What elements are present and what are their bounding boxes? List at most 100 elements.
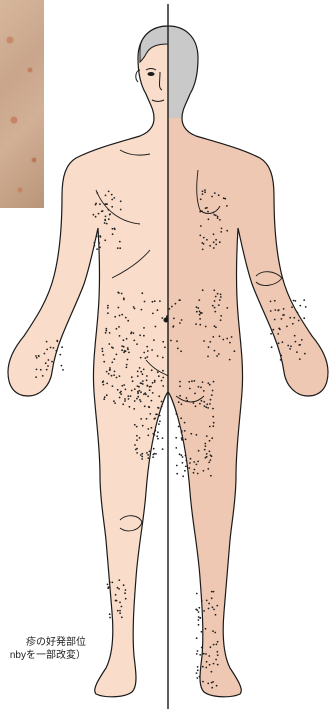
rash-dot — [274, 300, 276, 302]
rash-dot — [206, 403, 208, 405]
rash-dot — [201, 210, 203, 212]
rash-dot — [134, 444, 136, 446]
rash-dot — [140, 357, 142, 359]
rash-dot — [212, 390, 214, 392]
rash-dot — [119, 247, 121, 249]
rash-dot — [106, 371, 108, 373]
rash-dot — [211, 591, 213, 593]
rash-dot — [36, 369, 38, 371]
rash-dot — [148, 406, 150, 408]
rash-dot — [219, 241, 221, 243]
rash-dot — [209, 384, 211, 386]
rash-dot — [94, 245, 96, 247]
rash-dot — [213, 381, 215, 383]
rash-dot — [199, 676, 201, 678]
rash-dot — [169, 308, 171, 310]
rash-dot — [203, 610, 205, 612]
rash-dot — [146, 452, 148, 454]
rash-dot — [277, 333, 279, 335]
rash-dot — [222, 339, 224, 341]
rash-dot — [134, 400, 136, 402]
rash-dot — [144, 392, 146, 394]
rash-dot — [171, 306, 173, 308]
rash-dot — [93, 214, 95, 216]
rash-dot — [164, 346, 166, 348]
rash-dot — [119, 397, 121, 399]
rash-dot — [116, 354, 118, 356]
rash-dot — [156, 435, 158, 437]
rash-dot — [194, 469, 196, 471]
rash-dot — [153, 448, 155, 450]
rash-dot — [137, 396, 139, 398]
rash-dot — [197, 669, 199, 671]
rash-dot — [142, 373, 144, 375]
rash-dot — [203, 243, 205, 245]
rash-dot — [199, 211, 201, 213]
rash-dot — [212, 425, 214, 427]
rash-dot — [179, 299, 181, 301]
rash-dot — [123, 584, 125, 586]
rash-dot — [104, 219, 106, 221]
rash-dot — [128, 352, 130, 354]
rash-dot — [203, 237, 205, 239]
rash-dot — [218, 353, 220, 355]
rash-dot — [157, 431, 159, 433]
rash-dot — [109, 613, 111, 615]
rash-dot — [182, 456, 184, 458]
rash-dot — [111, 199, 113, 201]
rash-dot — [101, 348, 103, 350]
rash-dot — [143, 335, 145, 337]
rash-dot — [106, 394, 108, 396]
rash-dot — [219, 335, 221, 337]
rash-dot — [161, 401, 163, 403]
rash-dot — [111, 582, 113, 584]
rash-dot — [200, 225, 202, 227]
rash-dot — [216, 644, 218, 646]
rash-dot — [107, 305, 109, 307]
rash-dot — [209, 341, 211, 343]
rash-dot — [57, 340, 59, 342]
rash-dot — [202, 381, 204, 383]
rash-dot — [162, 437, 164, 439]
rash-dot — [218, 194, 220, 196]
rash-dot — [105, 195, 107, 197]
rash-dot — [136, 439, 138, 441]
rash-dot — [213, 663, 215, 665]
rash-dot — [193, 380, 195, 382]
rash-dot — [204, 405, 206, 407]
rash-dot — [152, 313, 154, 315]
rash-dot — [200, 198, 202, 200]
rash-dot — [214, 192, 216, 194]
rash-dot — [293, 317, 295, 319]
rash-dot — [205, 667, 207, 669]
rash-dot — [173, 325, 175, 327]
rash-dot — [146, 346, 148, 348]
rash-dot — [162, 370, 164, 372]
rash-dot — [137, 371, 139, 373]
rash-dot — [113, 197, 115, 199]
rash-dot — [99, 235, 101, 237]
rash-dot — [198, 624, 200, 626]
rash-dot — [107, 312, 109, 314]
rash-dot — [199, 654, 201, 656]
rash-dot — [108, 209, 110, 211]
rash-dot — [213, 591, 215, 593]
rash-dot — [180, 417, 182, 419]
rash-dot — [161, 380, 163, 382]
rash-dot — [146, 418, 148, 420]
rash-dot — [214, 311, 216, 313]
rash-dot — [118, 588, 120, 590]
rash-dot — [188, 467, 190, 469]
rash-dot — [55, 350, 57, 352]
rash-dot — [127, 359, 129, 361]
rash-dot — [153, 339, 155, 341]
rash-dot — [134, 424, 136, 426]
rash-dot — [226, 307, 228, 309]
rash-dot — [216, 651, 218, 653]
rash-dot — [220, 319, 222, 321]
rash-dot — [125, 389, 127, 391]
rash-dot — [209, 440, 211, 442]
rash-dot — [234, 350, 236, 352]
rash-dot — [123, 352, 125, 354]
rash-dot — [131, 331, 133, 333]
